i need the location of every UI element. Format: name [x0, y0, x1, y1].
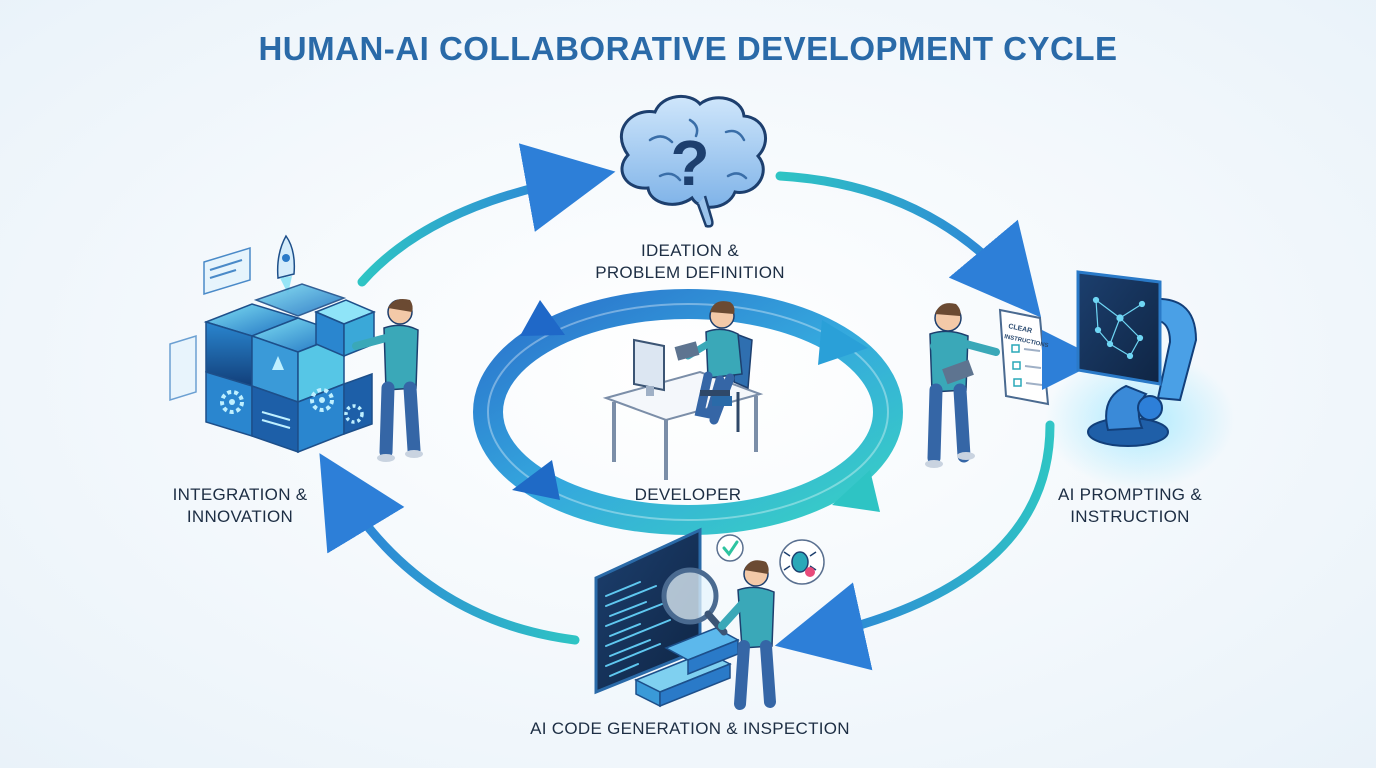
- stage-label-line: AI CODE GENERATION & INSPECTION: [530, 719, 850, 738]
- instructions-document: [998, 308, 1050, 406]
- cube-stack: [203, 283, 376, 454]
- stage-label-line: INNOVATION: [186, 507, 294, 526]
- ring-arrowhead-right: [832, 470, 880, 512]
- stage-label-line: IDEATION &: [640, 241, 740, 260]
- bug-icon: [779, 539, 825, 585]
- floating-code-panels: [169, 246, 251, 402]
- arrow-ideation-to-prompting: [775, 171, 1042, 318]
- rocket-icon: [276, 234, 296, 294]
- checkmark-icon: [716, 534, 744, 562]
- developer-at-desk-illustration: [602, 301, 764, 480]
- stage-label-line: INTEGRATION &: [172, 485, 308, 504]
- developer-placing-cube: [352, 299, 423, 462]
- stage-label-integration: INTEGRATION & INNOVATION: [140, 484, 340, 528]
- gear-icon: [220, 390, 244, 414]
- ring-arrowhead-left: [520, 300, 565, 336]
- outer-cycle-arrows: [319, 143, 1055, 671]
- svg-text:?: ?: [670, 127, 709, 199]
- robot-arm-icon: [1045, 270, 1235, 490]
- stage-label-codegen: AI CODE GENERATION & INSPECTION: [470, 718, 910, 740]
- stage-label-ideation: IDEATION & PROBLEM DEFINITION: [540, 240, 840, 284]
- ring-arrowhead-top-right: [818, 320, 868, 365]
- arrow-codegen-to-integration: [319, 453, 580, 645]
- rocket-glyph-icon: [272, 356, 284, 370]
- central-ring: [473, 289, 903, 535]
- brain-question-icon: ?: [620, 95, 767, 228]
- developer-with-instructions-illustration: [925, 303, 1102, 468]
- building-blocks: [634, 627, 740, 708]
- code-inspection-illustration: [594, 527, 825, 710]
- gear-icon: [344, 404, 364, 424]
- stage-label-line: INSTRUCTION: [1070, 507, 1190, 526]
- stage-label-line: PROBLEM DEFINITION: [595, 263, 785, 282]
- gear-icon: [310, 388, 334, 412]
- arrow-integration-to-ideation: [357, 143, 616, 287]
- stage-label-prompting: AI PROMPTING & INSTRUCTION: [1030, 484, 1230, 528]
- magnifier-icon: [661, 567, 728, 636]
- arrow-prompting-to-codegen: [774, 420, 1055, 671]
- center-label-text: DEVELOPER: [634, 485, 742, 504]
- integration-cubes-illustration: [169, 234, 423, 462]
- stage-label-line: AI PROMPTING &: [1058, 485, 1202, 504]
- diagram-title: HUMAN-AI COLLABORATIVE DEVELOPMENT CYCLE: [258, 30, 1118, 67]
- ring-arrowhead-bottom-left: [512, 460, 560, 500]
- center-label-developer: DEVELOPER: [588, 484, 788, 506]
